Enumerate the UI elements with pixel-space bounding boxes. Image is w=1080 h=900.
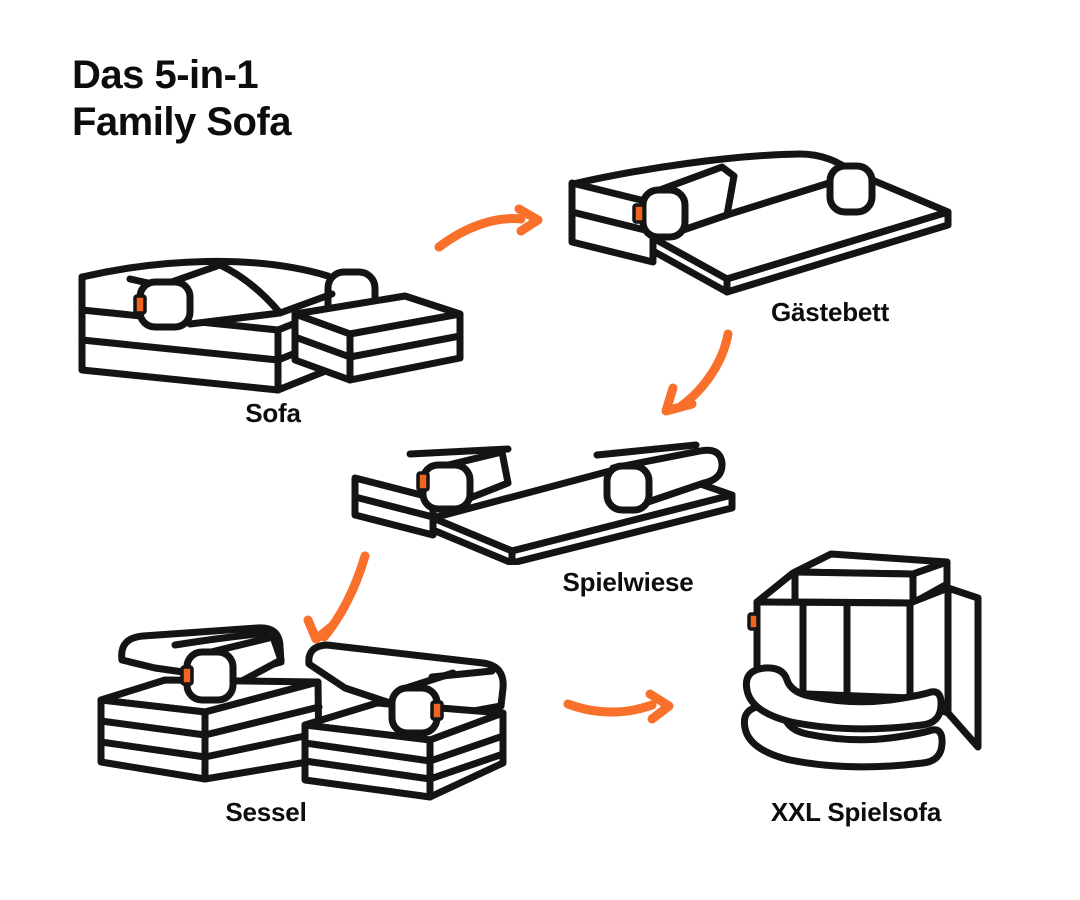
arrow-sofa-to-gaestebett-icon bbox=[434, 204, 543, 252]
brand-tag-icon bbox=[416, 471, 430, 492]
play-left-bolster-cap bbox=[419, 461, 474, 513]
arrow-gaestebett-to-spielwiese-icon bbox=[661, 329, 733, 416]
page-title: Das 5-in-1 Family Sofa bbox=[72, 52, 292, 146]
label-xxl-spielsofa: XXL Spielsofa bbox=[770, 797, 942, 827]
sofa-left-bolster-cap bbox=[136, 278, 194, 331]
fort-upper-bolster bbox=[742, 664, 945, 733]
corner-sofa-illustration bbox=[78, 257, 464, 394]
stage-sessel bbox=[95, 618, 525, 808]
play-right-bolster-cap bbox=[603, 462, 653, 514]
brand-tag-icon bbox=[430, 700, 444, 721]
page-title-line2: Family Sofa bbox=[72, 99, 292, 144]
brand-tag-icon bbox=[632, 203, 646, 224]
armchair-a-bolster-cap bbox=[183, 648, 237, 704]
label-sofa: Sofa bbox=[245, 398, 301, 428]
stage-xxl-spielsofa bbox=[735, 542, 995, 792]
play-fort-illustration bbox=[740, 550, 982, 771]
play-mattress-illustration bbox=[351, 441, 736, 567]
guest-bed-left-bolster-cap bbox=[639, 186, 689, 241]
stage-spielwiese bbox=[340, 425, 740, 567]
label-sessel: Sessel bbox=[225, 797, 307, 827]
label-spielwiese: Spielwiese bbox=[562, 567, 694, 597]
brand-tag-icon bbox=[180, 665, 194, 686]
arrow-sessel-to-xxl-icon bbox=[563, 689, 674, 724]
stage-sofa bbox=[60, 252, 480, 447]
guest-bed-illustration bbox=[568, 150, 952, 296]
label-gaestebett: Gästebett bbox=[770, 297, 890, 327]
brand-tag-icon bbox=[133, 294, 147, 315]
stage-gaestebett bbox=[548, 148, 988, 343]
guest-bed-right-bolster bbox=[826, 162, 876, 216]
brand-tag-icon bbox=[747, 612, 760, 631]
page-title-line1: Das 5-in-1 bbox=[72, 53, 259, 97]
armchairs-illustration bbox=[97, 624, 507, 801]
